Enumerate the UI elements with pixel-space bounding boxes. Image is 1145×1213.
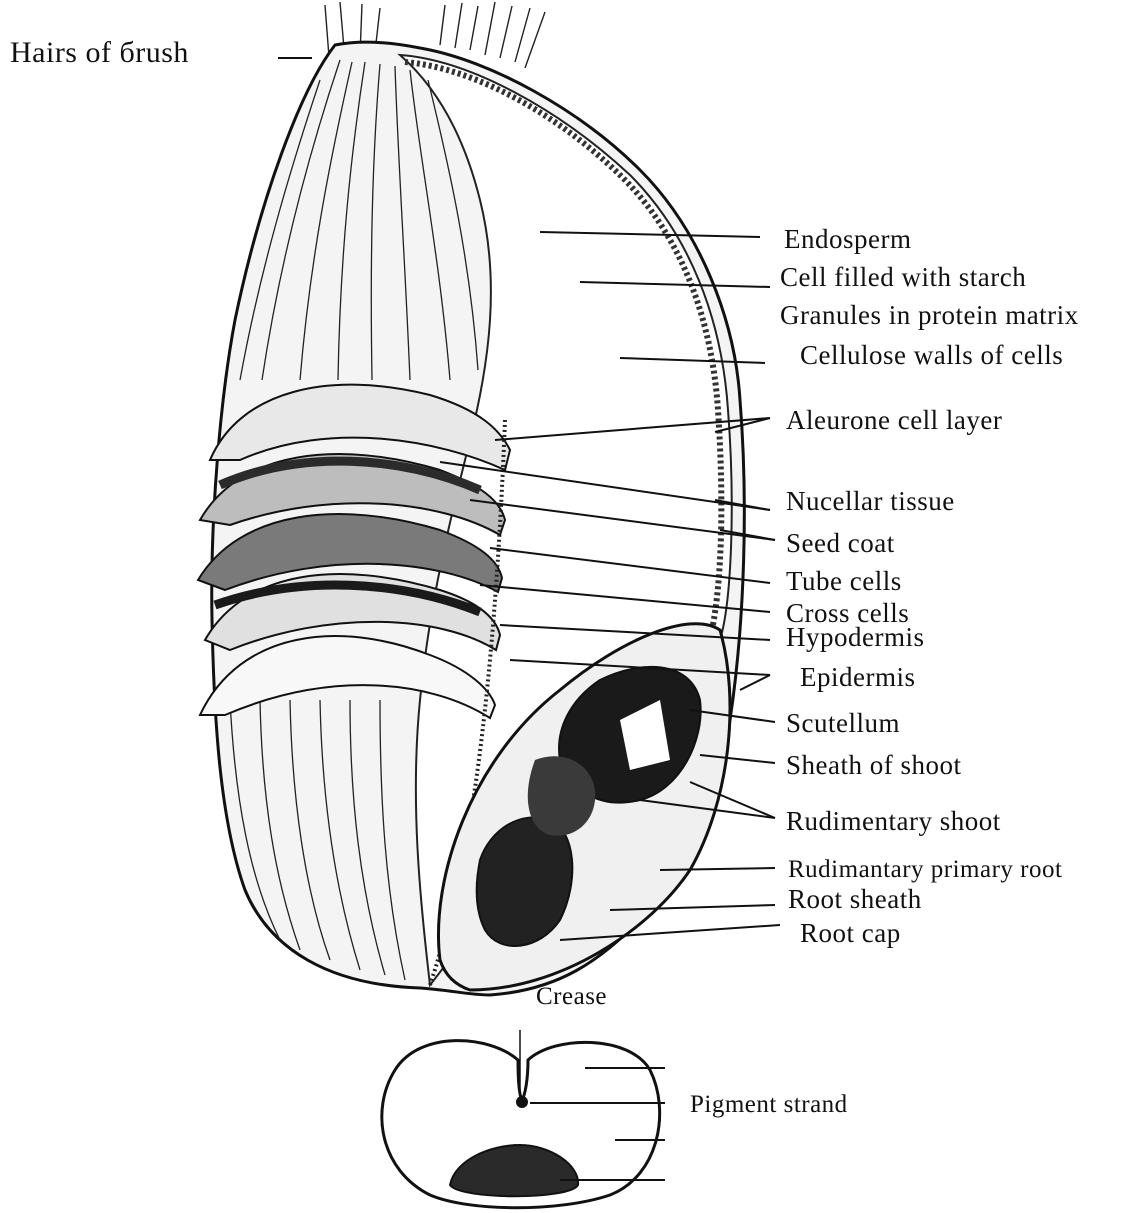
label-hairs-of-brush: Hairs of бrush	[10, 38, 189, 68]
label-hypodermis: Hypodermis	[786, 622, 924, 652]
label-seed-coat: Seed coat	[786, 528, 895, 558]
label-rudimentary-primary-root: Rudimantary primary root	[788, 855, 1062, 885]
label-sheath-of-shoot: Sheath of shoot	[786, 750, 962, 780]
label-nucellar-tissue: Nucellar tissue	[786, 486, 955, 516]
label-epidermis: Epidermis	[800, 662, 915, 692]
label-endosperm: Endosperm	[784, 224, 911, 254]
label-aleurone-cell-layer: Aleurone cell layer	[786, 405, 1002, 435]
label-scutellum: Scutellum	[786, 708, 900, 738]
label-pigment-strand: Pigment strand	[690, 1090, 848, 1120]
label-rudimentary-shoot: Rudimentary shoot	[786, 806, 1001, 836]
cross-section	[382, 1030, 665, 1208]
label-root-cap: Root cap	[800, 918, 901, 948]
label-granules-in-protein-matrix: Granules in protein matrix	[780, 300, 1079, 330]
label-cell-filled-with-starch: Cell filled with starch	[780, 262, 1026, 292]
label-tube-cells: Tube cells	[786, 566, 902, 596]
label-crease: Crease	[536, 982, 607, 1012]
label-cellulose-walls-of-cells: Cellulose walls of cells	[800, 340, 1063, 370]
label-root-sheath: Root sheath	[788, 884, 922, 914]
